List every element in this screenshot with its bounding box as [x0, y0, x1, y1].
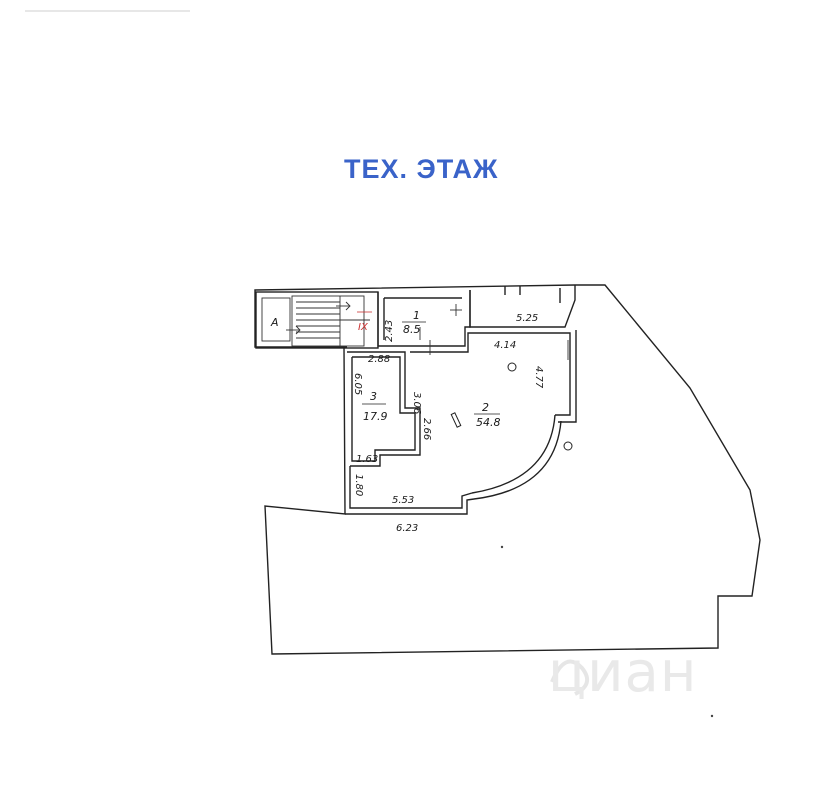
dim-label: 5.25 [516, 313, 538, 324]
dimension-labels: 2.43 5.25 4.14 2.88 3.06 6.05 4.77 2.66 … [352, 313, 544, 534]
stair-marker: А [270, 316, 279, 329]
interior-walls [345, 285, 577, 515]
dim-label: 5.53 [392, 495, 414, 506]
dim-label: 4.77 [533, 366, 544, 389]
building-outline [254, 284, 761, 655]
fixtures [357, 304, 714, 718]
stair-labels: А IX [270, 316, 369, 333]
page-title: ТЕХ. ЭТАЖ [344, 154, 499, 184]
room-number: 1 [413, 309, 420, 322]
watermark-logo-icon [550, 659, 590, 696]
dim-label: 1.63 [356, 454, 378, 465]
room-number: 3 [370, 390, 377, 403]
dim-label: 2.43 [384, 320, 395, 342]
dim-label: 2.88 [368, 354, 390, 365]
dim-label: 3.06 [411, 392, 422, 414]
room-area: 54.8 [476, 416, 501, 429]
stair-roman: IX [358, 322, 369, 333]
room-area: 8.5 [403, 323, 421, 336]
dim-label: 6.05 [352, 373, 363, 395]
watermark: циан [548, 640, 698, 705]
room-2-label: 2 54.8 [474, 401, 501, 429]
dim-label: 4.14 [494, 340, 516, 351]
room-area: 17.9 [363, 410, 388, 423]
room-3-label: 3 17.9 [362, 390, 388, 423]
room-1-label: 1 8.5 [402, 309, 426, 336]
dim-label: 2.66 [421, 418, 432, 440]
room-number: 2 [482, 401, 489, 414]
dim-label: 1.80 [353, 474, 364, 496]
dim-label: 6.23 [396, 523, 418, 534]
